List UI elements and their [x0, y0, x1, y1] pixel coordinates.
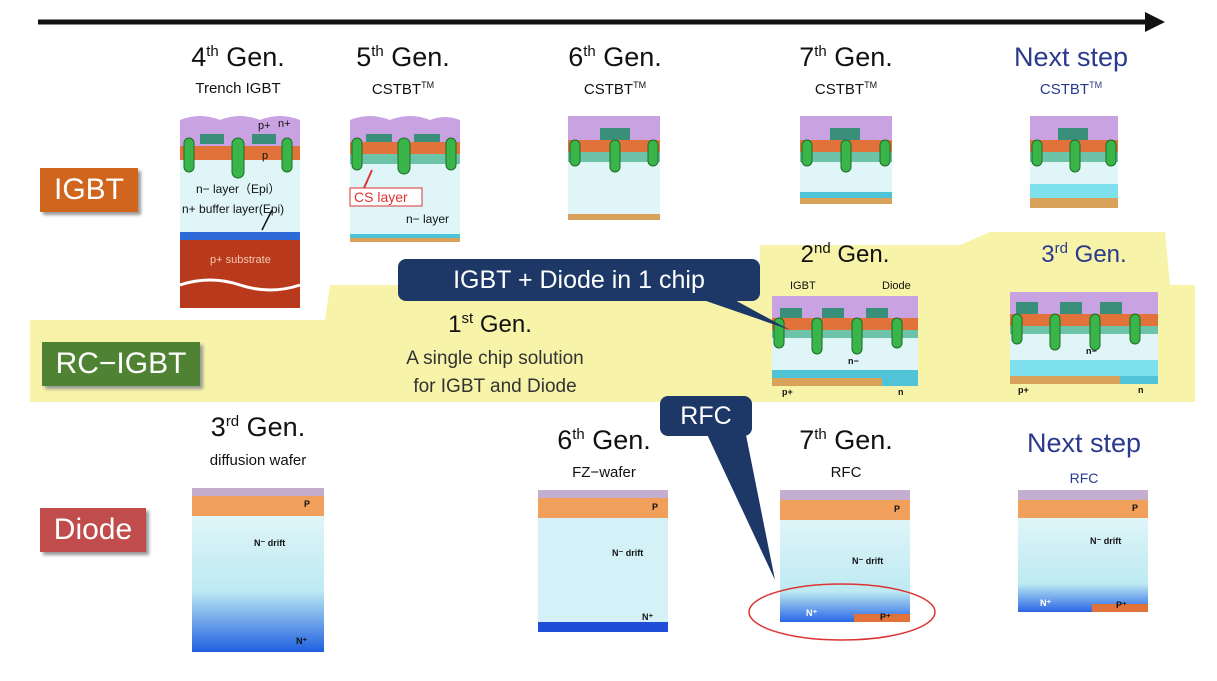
- rc-gen3-n-minus-label: n−: [1086, 346, 1097, 356]
- rc-gen3-structure: [1010, 292, 1158, 384]
- igbt-gen5-title: 5th Gen.: [356, 42, 450, 72]
- igbt-gen5-subtitle: CSTBTTM: [371, 80, 435, 98]
- diode-gen3-p-label: P: [304, 499, 311, 509]
- igbt-gen7-title: 7th Gen.: [799, 42, 893, 72]
- diode-gen3-structure: [192, 488, 324, 652]
- diode-next-title: Next step: [1026, 428, 1142, 458]
- igbt-gen7-structure: [800, 116, 892, 204]
- igbt-gen4-subtitle: Trench IGBT: [195, 80, 281, 97]
- diode-gen6-title: 6th Gen.: [557, 425, 651, 455]
- diode-gen3-subtitle: diffusion wafer: [209, 452, 307, 469]
- rc-gen2-diode-label: Diode: [882, 280, 911, 292]
- igbt-diode-callout-tail: [680, 292, 790, 330]
- diode-next-drift-label: N⁻ drift: [1090, 536, 1122, 546]
- igbt-diode-callout: IGBT + Diode in 1 chip: [398, 259, 760, 301]
- igbt-next-subtitle: CSTBTTM: [1039, 80, 1103, 98]
- diode-next-subtitle: RFC: [1069, 470, 1099, 486]
- igbt-gen6-title: 6th Gen.: [568, 42, 662, 72]
- diode-gen3-drift-label: N⁻ drift: [254, 538, 286, 548]
- rc-gen3-p-plus-label: p+: [1018, 385, 1029, 395]
- gen4-p-plus-label: p+: [258, 120, 271, 132]
- diode-gen6-structure: [538, 490, 668, 632]
- rc-gen2-p-plus-label: p+: [782, 387, 793, 397]
- rc-gen2-n-label: n: [898, 387, 904, 397]
- diode-next-pplus-label: P⁺: [1116, 600, 1127, 610]
- rc-gen1-title: 1st Gen.: [448, 310, 532, 338]
- igbt-next-structure: [1030, 116, 1118, 208]
- diode-gen7-structure: [780, 490, 910, 622]
- gen4-n-plus-label: n+: [278, 118, 291, 130]
- igbt-gen4-title: 4th Gen.: [191, 42, 285, 72]
- diode-gen6-drift-label: N⁻ drift: [612, 548, 644, 558]
- row-label-igbt: IGBT: [40, 168, 138, 212]
- diode-gen3-title: 3rd Gen.: [210, 412, 306, 442]
- diode-gen7-drift-label: N⁻ drift: [852, 556, 884, 566]
- row-label-rc-igbt: RC−IGBT: [42, 342, 200, 386]
- gen4-n-layer-label: n− layer（Epi）: [196, 182, 281, 196]
- diode-gen7-nplus-label: N⁺: [806, 608, 818, 618]
- igbt-gen5-structure: [349, 116, 460, 242]
- diode-next-structure: [1018, 490, 1148, 612]
- igbt-next-title: Next step: [1013, 42, 1129, 72]
- diode-gen7-title: 7th Gen.: [799, 425, 893, 455]
- igbt-gen6-subtitle: CSTBTTM: [583, 80, 647, 98]
- rfc-highlight-ellipse: [748, 583, 936, 641]
- diode-gen7-subtitle: RFC: [830, 464, 862, 481]
- rc-gen1-desc-line1: A single chip solution: [406, 348, 584, 369]
- diode-gen7-p-label: P: [894, 504, 901, 514]
- gen5-cs-layer-label: CS layer: [354, 189, 408, 205]
- diode-gen3-nplus-label: N⁺: [296, 636, 308, 646]
- igbt-gen7-subtitle: CSTBTTM: [814, 80, 878, 98]
- gen4-substrate-label: p+ substrate: [210, 254, 271, 266]
- diode-gen7-pplus-label: P⁺: [880, 612, 891, 622]
- rc-gen2-igbt-label: IGBT: [790, 280, 816, 292]
- rc-gen3-title: 3rd Gen.: [1041, 240, 1127, 268]
- timeline-arrowhead: [1145, 12, 1165, 32]
- rc-gen3-n-label: n: [1138, 385, 1144, 395]
- row-label-diode: Diode: [40, 508, 146, 552]
- gen4-p-label: p: [262, 150, 269, 162]
- diode-next-nplus-label: N⁺: [1040, 598, 1052, 608]
- rfc-callout-tail: [705, 430, 775, 580]
- gen4-buffer-label: n+ buffer layer(Epi): [182, 202, 285, 216]
- diode-gen6-p-label: P: [652, 502, 659, 512]
- igbt-gen4-structure: [179, 116, 301, 308]
- rc-gen2-structure: [772, 296, 918, 386]
- rc-gen1-desc-line2: for IGBT and Diode: [413, 376, 577, 397]
- igbt-gen6-structure: [568, 116, 660, 220]
- rc-gen2-n-minus-label: n−: [848, 356, 859, 366]
- gen5-n-layer-label: n− layer: [406, 212, 450, 226]
- diode-gen6-subtitle: FZ−wafer: [572, 464, 636, 481]
- diode-next-p-label: P: [1132, 503, 1139, 513]
- rc-gen2-title: 2nd Gen.: [800, 240, 890, 268]
- rfc-callout: RFC: [660, 396, 752, 436]
- diode-gen6-nplus-label: N⁺: [642, 612, 654, 622]
